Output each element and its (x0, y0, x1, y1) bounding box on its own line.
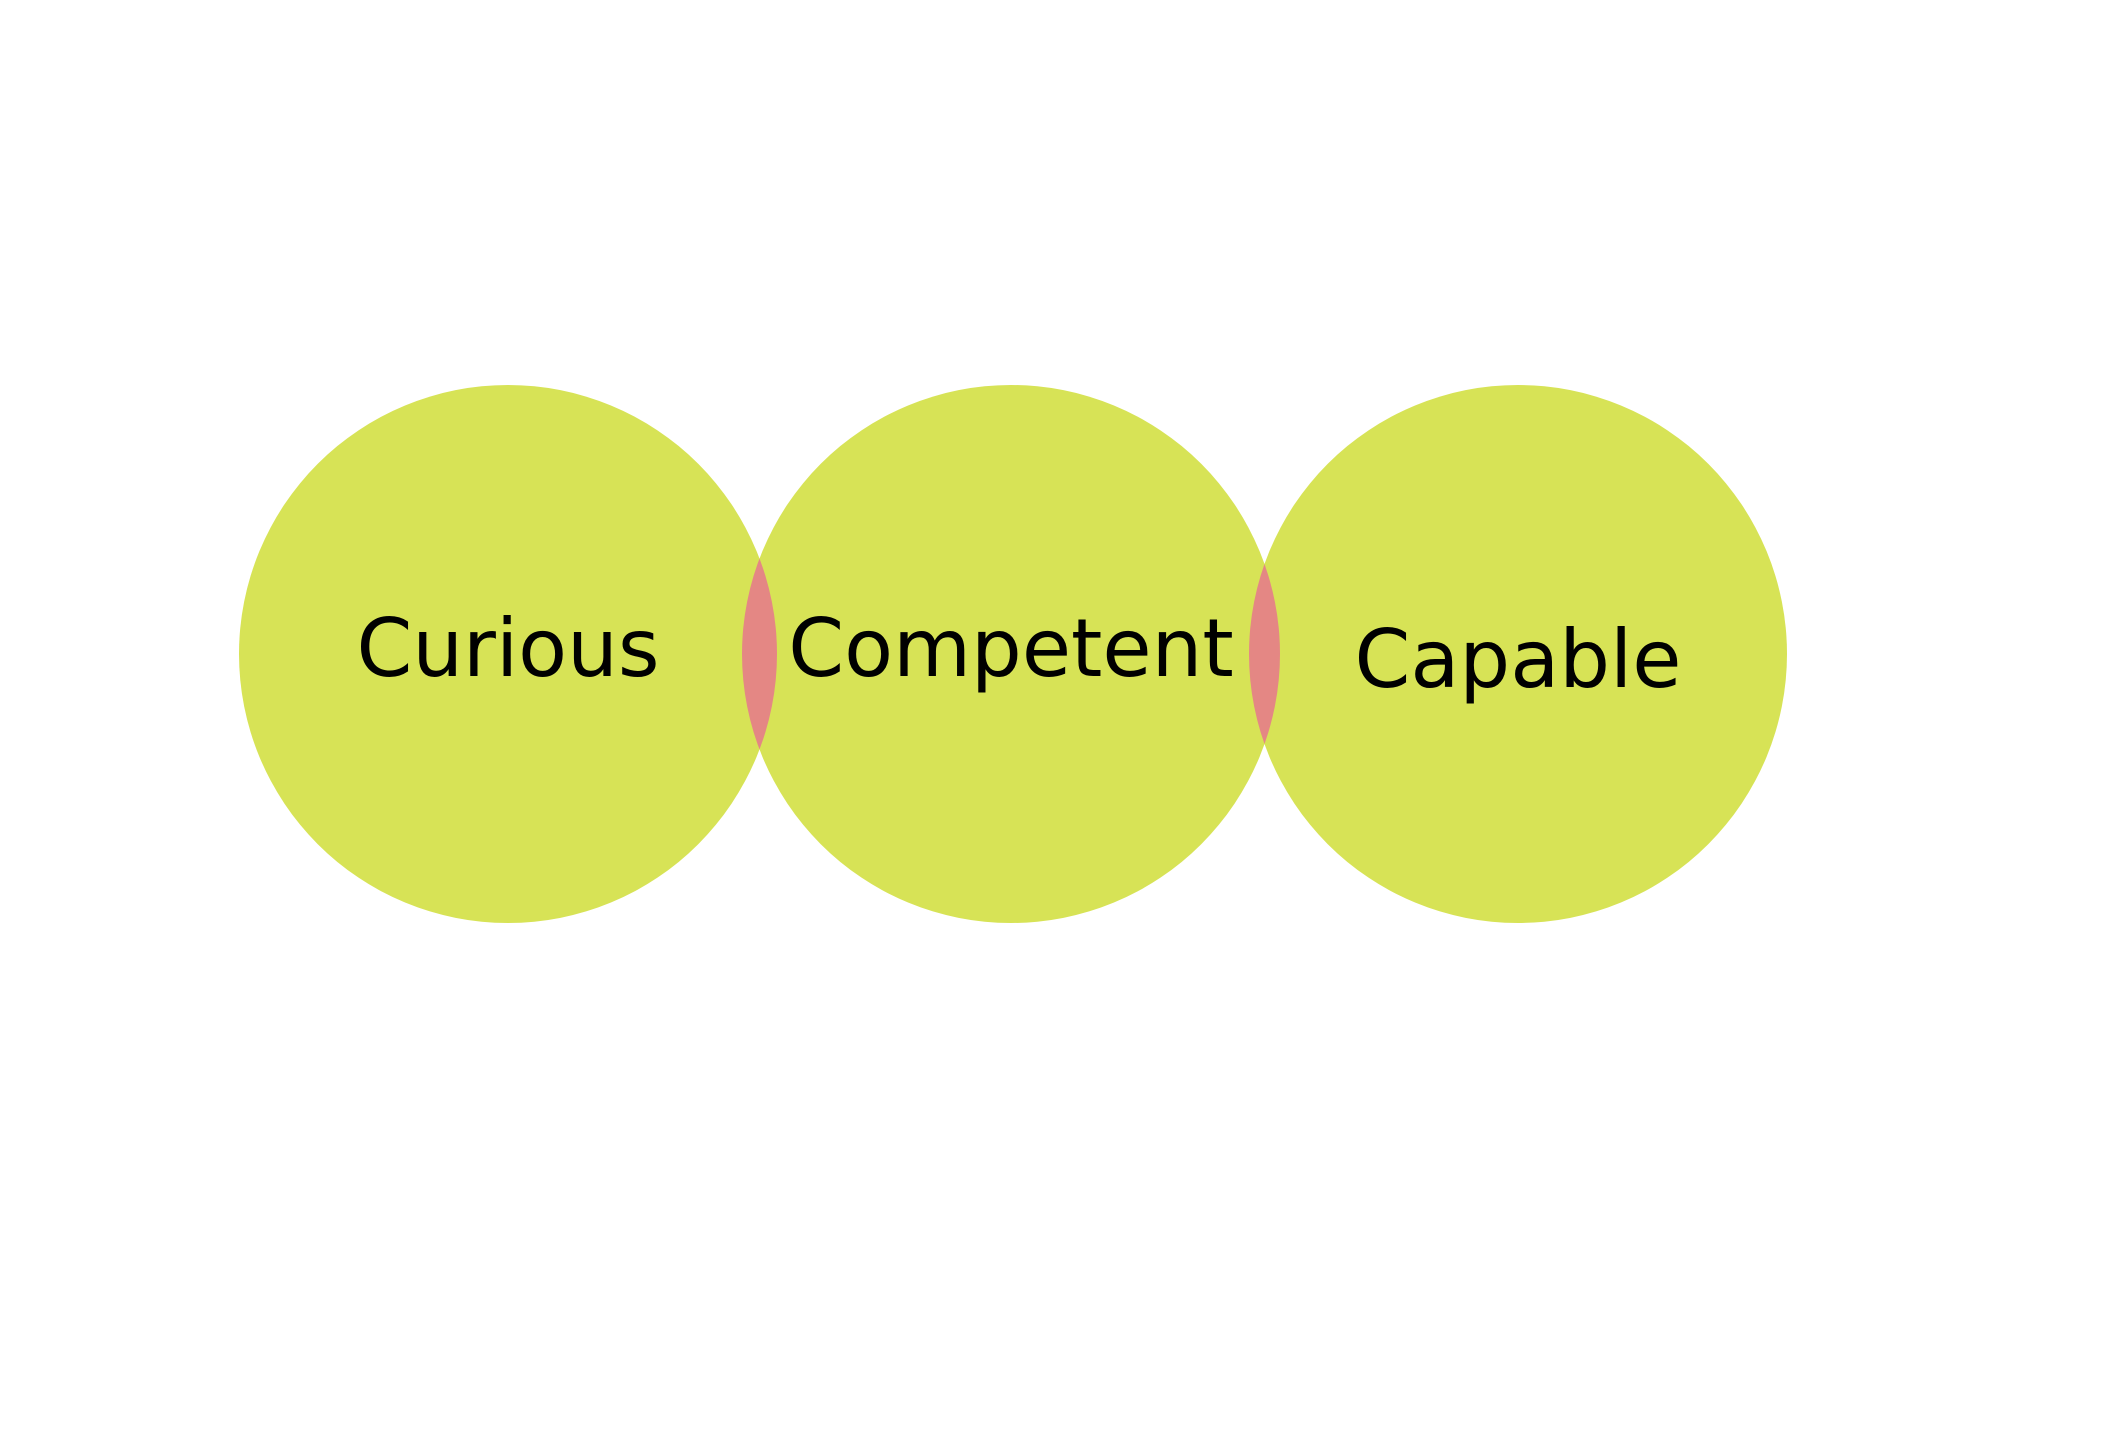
circle-competent (742, 385, 1280, 923)
label-capable: Capable (1355, 613, 1682, 706)
circle-curious (239, 385, 777, 923)
label-competent: Competent (788, 602, 1233, 695)
label-curious: Curious (356, 602, 659, 695)
circle-capable (1249, 385, 1787, 923)
